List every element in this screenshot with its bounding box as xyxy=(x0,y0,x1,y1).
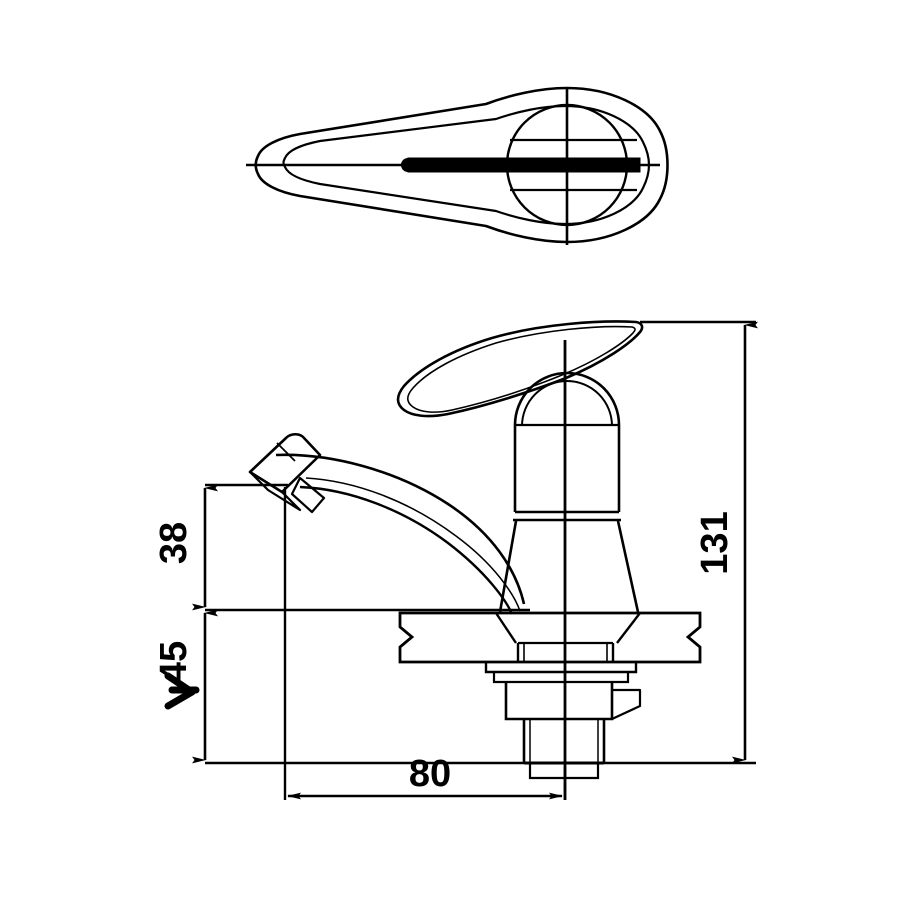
dimension-45: 45 xyxy=(153,608,530,765)
spout-aerator-collar xyxy=(290,476,326,514)
spout-lower-curve xyxy=(299,485,514,615)
deck-boss-right xyxy=(616,612,641,644)
deck-boss-left xyxy=(495,612,517,644)
spout-upper-curve xyxy=(275,453,526,605)
handle-side-inner xyxy=(406,325,636,413)
spout-tip-body xyxy=(248,432,322,494)
lever-inner-contour xyxy=(282,104,651,226)
dimension-80: 80 xyxy=(283,487,567,800)
under-deck-washer-2 xyxy=(492,672,630,684)
lower-nut-chamfer xyxy=(611,688,642,720)
front-elevation-faucet xyxy=(248,320,702,800)
dim-45-angle-arrow-icon xyxy=(164,672,200,710)
dim-38-value: 38 xyxy=(153,522,195,564)
spout-tip-seam xyxy=(276,442,296,462)
dimension-38: 38 xyxy=(153,483,288,611)
body-taper-right xyxy=(616,520,640,613)
lower-nut-block xyxy=(504,682,614,721)
under-deck-washer xyxy=(484,662,638,674)
dimension-131: 131 xyxy=(560,320,758,765)
cap-dome-outer xyxy=(513,371,621,426)
deck-plate-outline xyxy=(398,611,702,664)
dimension-annotations: 131 38 45 80 xyxy=(153,320,758,800)
lever-outer-contour xyxy=(254,86,669,244)
dim-80-value: 80 xyxy=(409,753,451,795)
cap-dome-inner xyxy=(521,380,613,427)
top-view-lever-handle xyxy=(246,86,669,245)
dim-131-value: 131 xyxy=(694,511,736,574)
handle-side-outer xyxy=(396,320,644,418)
spout-middle-curve xyxy=(305,477,521,612)
